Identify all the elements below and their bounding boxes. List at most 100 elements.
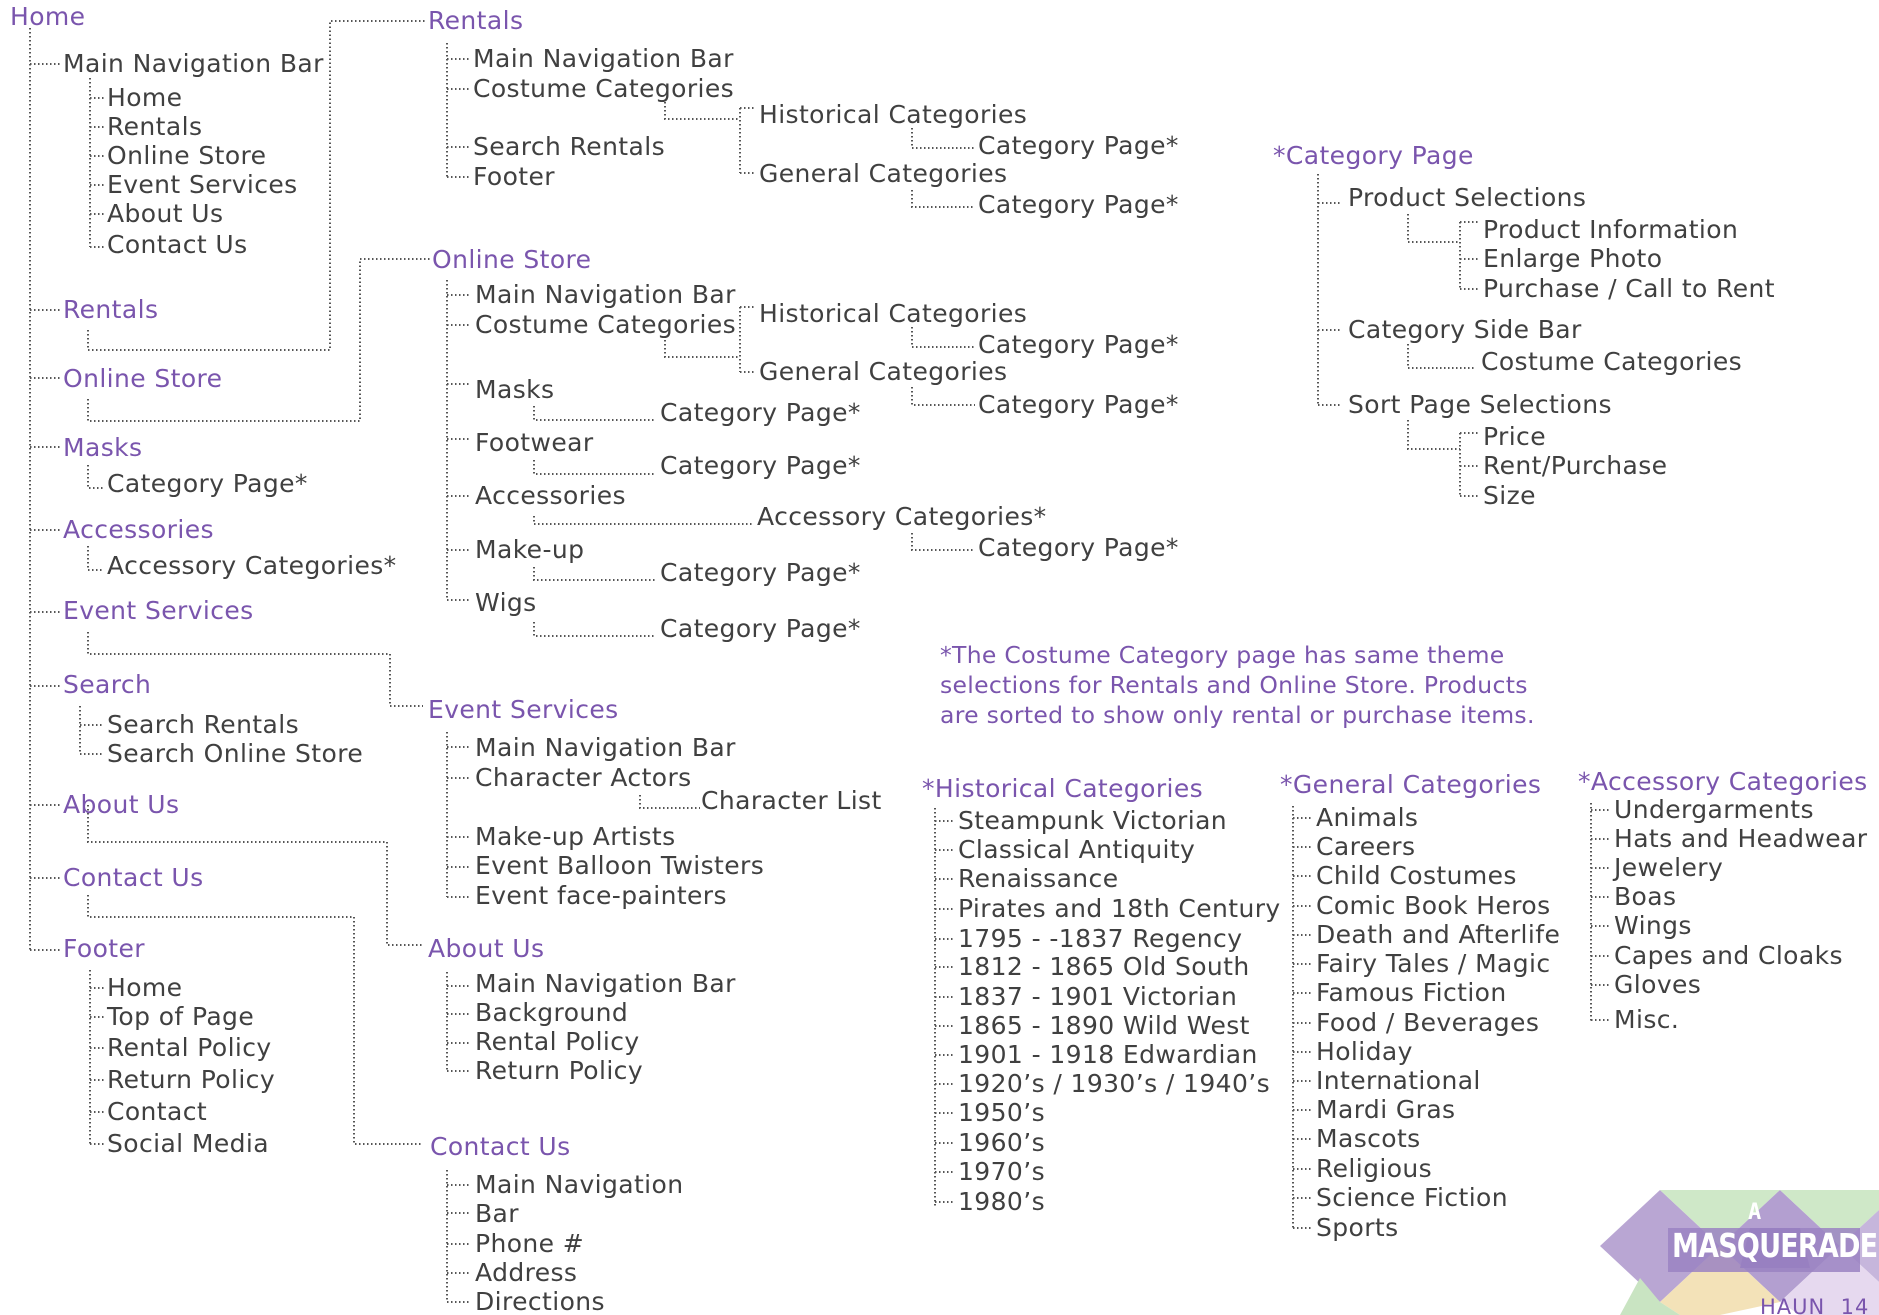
home-search: Search [63, 670, 152, 699]
home-rentals: Rentals [63, 295, 159, 324]
historical-categories-title: *Historical Categories [922, 774, 1204, 803]
hist-item: 1812 - 1865 Old South [958, 952, 1250, 981]
store-historical: Historical Categories [759, 299, 1028, 328]
sort-page-selections: Sort Page Selections [1348, 390, 1612, 419]
home-accessories: Accessories [63, 515, 214, 544]
acc-item: Undergarments [1614, 795, 1814, 824]
acc-item: Gloves [1614, 970, 1702, 999]
footer-item-home: Home [107, 973, 183, 1002]
nav-item-event-services: Event Services [107, 170, 298, 199]
gen-item: Religious [1316, 1154, 1433, 1183]
nav-item-home: Home [107, 83, 183, 112]
acc-item: Jewelery [1614, 853, 1724, 882]
gen-item: Mardi Gras [1316, 1095, 1456, 1124]
category-side-bar: Category Side Bar [1348, 315, 1582, 344]
footer-item-top-of-page: Top of Page [107, 1002, 255, 1031]
side-bar-costume-categories: Costume Categories [1481, 347, 1743, 376]
page-number: 14 [1840, 1295, 1870, 1315]
page-footer-mark: HAUN 14 [1760, 1295, 1869, 1315]
product-information: Product Information [1483, 215, 1739, 244]
hist-item: 1837 - 1901 Victorian [958, 982, 1238, 1011]
contact-address: Address [475, 1258, 578, 1287]
about-page-title: About Us [428, 934, 545, 963]
home-about-us: About Us [63, 790, 180, 819]
home-event-services: Event Services [63, 596, 254, 625]
about-rental-policy: Rental Policy [475, 1027, 640, 1056]
home-masks: Masks [63, 433, 143, 462]
store-page-title: Online Store [432, 245, 592, 274]
hist-item: 1920’s / 1930’s / 1940’s [958, 1069, 1271, 1098]
hist-item: 1970’s [958, 1157, 1045, 1186]
store-masks-category-page: Category Page* [660, 398, 861, 427]
footer-item-return-policy: Return Policy [107, 1065, 276, 1094]
contact-bar: Bar [475, 1199, 519, 1228]
gen-item: Animals [1316, 803, 1419, 832]
category-page-title: *Category Page [1273, 141, 1474, 170]
hist-item: Steampunk Victorian [958, 806, 1228, 835]
store-footwear-category-page: Category Page* [660, 451, 861, 480]
hist-item: Pirates and 18th Century [958, 894, 1281, 923]
contact-directions: Directions [475, 1287, 605, 1315]
logo-small-letter: A [1748, 1200, 1762, 1225]
about-main-nav: Main Navigation Bar [475, 969, 736, 998]
sort-price: Price [1483, 422, 1546, 451]
rentals-search: Search Rentals [473, 132, 666, 161]
costume-category-note: *The Costume Category page has same them… [940, 640, 1535, 730]
rentals-page-title: Rentals [428, 6, 524, 35]
main-nav-label: Main Navigation Bar [63, 49, 324, 78]
diamond-pattern-logo-icon [1600, 1190, 1879, 1315]
hist-item: 1980’s [958, 1187, 1045, 1216]
nav-item-about-us: About Us [107, 199, 224, 228]
home-accessories-child: Accessory Categories* [107, 551, 397, 580]
home-masks-child: Category Page* [107, 469, 308, 498]
acc-item: Misc. [1614, 1005, 1680, 1034]
enlarge-photo: Enlarge Photo [1483, 244, 1663, 273]
note-line-1: *The Costume Category page has same them… [940, 641, 1505, 669]
store-accessory-categories: Accessory Categories* [757, 502, 1047, 531]
home-online-store: Online Store [63, 364, 223, 393]
acc-item: Capes and Cloaks [1614, 941, 1843, 970]
gen-item: Death and Afterlife [1316, 920, 1561, 949]
rentals-main-nav: Main Navigation Bar [473, 44, 734, 73]
event-face-painters: Event face-painters [475, 881, 727, 910]
home-title: Home [10, 2, 86, 31]
store-masks: Masks [475, 375, 555, 404]
contact-main-navigation: Main Navigation [475, 1170, 684, 1199]
hist-item: 1960’s [958, 1128, 1045, 1157]
about-return-policy: Return Policy [475, 1056, 644, 1085]
acc-item: Boas [1614, 882, 1677, 911]
about-background: Background [475, 998, 629, 1027]
masquerade-logo: A MASQUERADE HAUN 14 [1600, 1188, 1879, 1315]
product-selections: Product Selections [1348, 183, 1587, 212]
store-accessory-category-page: Category Page* [978, 533, 1179, 562]
hist-item: Classical Antiquity [958, 835, 1196, 864]
gen-item: Food / Beverages [1316, 1008, 1540, 1037]
rentals-general: General Categories [759, 159, 1008, 188]
search-rentals: Search Rentals [107, 710, 300, 739]
footer-item-social-media: Social Media [107, 1129, 269, 1158]
gen-item: Comic Book Heros [1316, 891, 1551, 920]
purchase-call-to-rent: Purchase / Call to Rent [1483, 274, 1775, 303]
rentals-historical: Historical Categories [759, 100, 1028, 129]
accessory-categories-title: *Accessory Categories [1578, 767, 1868, 796]
gen-item: Fairy Tales / Magic [1316, 949, 1551, 978]
store-footwear: Footwear [475, 428, 594, 457]
gen-item: Child Costumes [1316, 861, 1517, 890]
rentals-historical-category-page: Category Page* [978, 131, 1179, 160]
rentals-general-category-page: Category Page* [978, 190, 1179, 219]
sort-rent-purchase: Rent/Purchase [1483, 451, 1668, 480]
footer-item-rental-policy: Rental Policy [107, 1033, 272, 1062]
gen-item: Holiday [1316, 1037, 1413, 1066]
contact-page-title: Contact Us [430, 1132, 571, 1161]
note-line-2: selections for Rentals and Online Store.… [940, 671, 1528, 699]
gen-item: Mascots [1316, 1124, 1421, 1153]
store-main-nav: Main Navigation Bar [475, 280, 736, 309]
store-historical-category-page: Category Page* [978, 330, 1179, 359]
hist-item: 1795 - -1837 Regency [958, 924, 1243, 953]
store-makeup-category-page: Category Page* [660, 558, 861, 587]
store-general-category-page: Category Page* [978, 390, 1179, 419]
sort-size: Size [1483, 481, 1536, 510]
event-character-actors: Character Actors [475, 763, 692, 792]
